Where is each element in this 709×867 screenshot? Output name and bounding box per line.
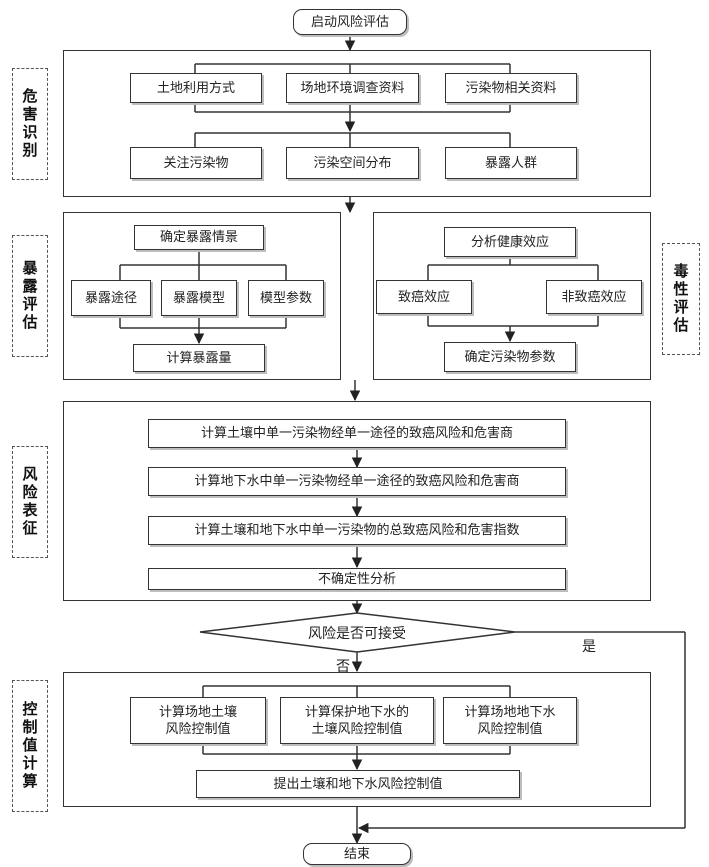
- carcinogenic-effect-box: 致癌效应: [376, 280, 472, 314]
- side-label-risk-characterization: 风险表征: [12, 446, 48, 558]
- pollutant-data-box: 污染物相关资料: [445, 73, 577, 103]
- soil-single-risk-box: 计算土壤中单一污染物经单一途径的致癌风险和危害商: [148, 419, 566, 448]
- start-node: 启动风险评估: [293, 9, 407, 35]
- groundwater-control-value-box: 计算场地地下水 风险控制值: [443, 697, 577, 744]
- decision-yes-label: 是: [582, 639, 596, 655]
- end-node: 结束: [303, 843, 411, 865]
- decision-no-label: 否: [336, 659, 350, 675]
- exposure-model-box: 暴露模型: [161, 280, 237, 316]
- total-risk-box: 计算土壤和地下水中单一污染物的总致癌风险和危害指数: [148, 516, 566, 545]
- decision-question: 风险是否可接受: [308, 626, 406, 642]
- control-value-group: [63, 672, 651, 807]
- final-control-values-box: 提出土壤和地下水风险控制值: [196, 770, 520, 798]
- land-use-box: 土地利用方式: [130, 73, 262, 103]
- exposure-assessment-group: [63, 212, 341, 380]
- side-label-text: 控制值计算: [20, 701, 39, 791]
- non-carcinogenic-effect-box: 非致癌效应: [546, 280, 642, 314]
- exposure-amount-box: 计算暴露量: [133, 344, 265, 372]
- side-label-text: 毒性评估: [671, 263, 690, 335]
- exposed-population-box: 暴露人群: [445, 147, 577, 179]
- health-effects-box: 分析健康效应: [444, 227, 576, 257]
- groundwater-protection-soil-control-box: 计算保护地下水的 土壤风险控制值: [280, 697, 434, 744]
- pollutant-parameters-box: 确定污染物参数: [444, 342, 576, 372]
- exposure-scenario-box: 确定暴露情景: [134, 225, 264, 250]
- uncertainty-analysis-box: 不确定性分析: [148, 568, 566, 590]
- risk-characterization-group: [63, 401, 651, 601]
- side-label-hazard-identification: 危害识别: [12, 68, 48, 180]
- pollutants-of-concern-box: 关注污染物: [130, 147, 262, 179]
- site-survey-data-box: 场地环境调查资料: [286, 73, 419, 103]
- soil-control-value-box: 计算场地土壤 风险控制值: [130, 697, 266, 744]
- side-label-text: 暴露评估: [20, 260, 39, 332]
- spatial-distribution-box: 污染空间分布: [286, 147, 419, 179]
- model-parameters-box: 模型参数: [248, 280, 324, 316]
- hazard-identification-group: [63, 50, 651, 197]
- side-label-control-value: 控制值计算: [12, 680, 48, 812]
- exposure-pathway-box: 暴露途径: [71, 280, 151, 316]
- side-label-toxicity-assessment: 毒性评估: [662, 243, 700, 355]
- side-label-text: 危害识别: [20, 88, 39, 160]
- groundwater-single-risk-box: 计算地下水中单一污染物经单一途径的致癌风险和危害商: [148, 467, 566, 496]
- side-label-exposure-assessment: 暴露评估: [12, 235, 48, 357]
- toxicity-assessment-group: [373, 212, 651, 380]
- side-label-text: 风险表征: [20, 466, 39, 538]
